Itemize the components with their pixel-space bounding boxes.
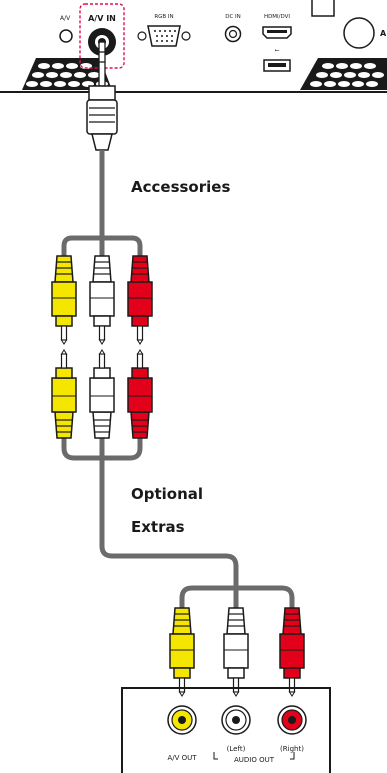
rca-plug-upper-red [127,255,153,345]
rca-plug-device-yellow [169,607,195,697]
external-device-panel: A/V OUT (Left) (Right) AUDIO OUT [121,687,331,773]
label-right: (Right) [280,745,304,753]
usb-port [263,59,291,72]
port-label-av-cut: A/V [60,15,71,22]
round-port-right [343,17,375,49]
rca-plug-device-white [223,607,249,697]
projector-rear-panel: A/V A/V IN RGB IN DC IN HDMI/DVI [0,0,387,93]
port-label-cut-right: A [380,29,387,38]
port-label-dc-in: DC IN [225,14,241,20]
label-optional: Optional [131,485,203,503]
rca-plug-lower-yellow [51,349,77,439]
cable-optional-extras [61,432,295,612]
label-av-out: A/V OUT [167,754,197,762]
usb-symbol-icon: ⭠ [275,47,280,54]
hdmi-dvi-port [262,26,292,39]
label-accessories: Accessories [131,178,230,196]
cable-accessories [61,150,143,264]
audio-out-bracket [213,752,295,760]
av-out-jack [167,705,197,735]
ventilation-grille-left [22,58,112,90]
rca-plug-lower-white [89,349,115,439]
audio-out-left-jack [221,705,251,735]
mini-jack-plug [86,41,118,151]
av-port-cut [59,29,73,43]
port-label-av-in: A/V IN [88,14,116,23]
panel-notch [311,0,335,17]
rca-plug-device-red [279,607,305,697]
ventilation-grille-right [300,58,387,90]
rca-plug-lower-red [127,349,153,439]
dc-in-port [224,25,242,43]
label-audio-out: AUDIO OUT [234,756,275,764]
label-extras: Extras [131,518,185,536]
port-label-rgb-in: RGB IN [154,14,173,20]
rca-plug-upper-white [89,255,115,345]
rgb-in-port [137,25,191,47]
port-label-hdmi-dvi: HDMI/DVI [264,14,290,20]
rca-plug-upper-yellow [51,255,77,345]
label-left: (Left) [227,745,246,753]
audio-out-right-jack [277,705,307,735]
